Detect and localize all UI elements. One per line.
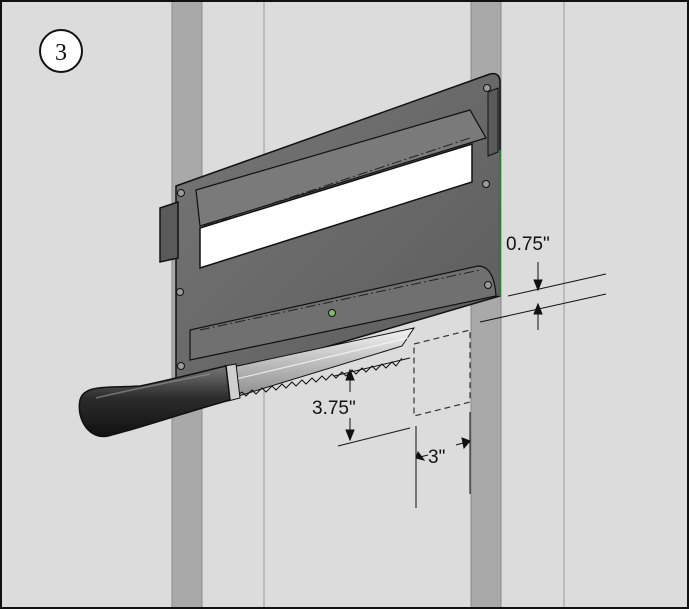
step-number: 3: [55, 40, 67, 66]
saw-handle: [78, 365, 231, 438]
plate-slot: [199, 142, 473, 270]
dimension-top-offset-label: 0.75": [506, 234, 550, 255]
drywall-jab-saw-icon: [78, 327, 416, 438]
dimension-cut-width-label: 3": [428, 447, 445, 468]
dimension-top-offset: [479, 262, 607, 330]
template-plate: [159, 72, 501, 390]
dimension-cut-height-label: 3.75": [312, 398, 356, 419]
step-badge: 3: [39, 29, 83, 73]
dimension-cut-width: [415, 412, 471, 508]
plate-screws: [176, 84, 492, 370]
cutout-outline: [413, 329, 471, 417]
dimension-cut-height: [333, 357, 411, 447]
